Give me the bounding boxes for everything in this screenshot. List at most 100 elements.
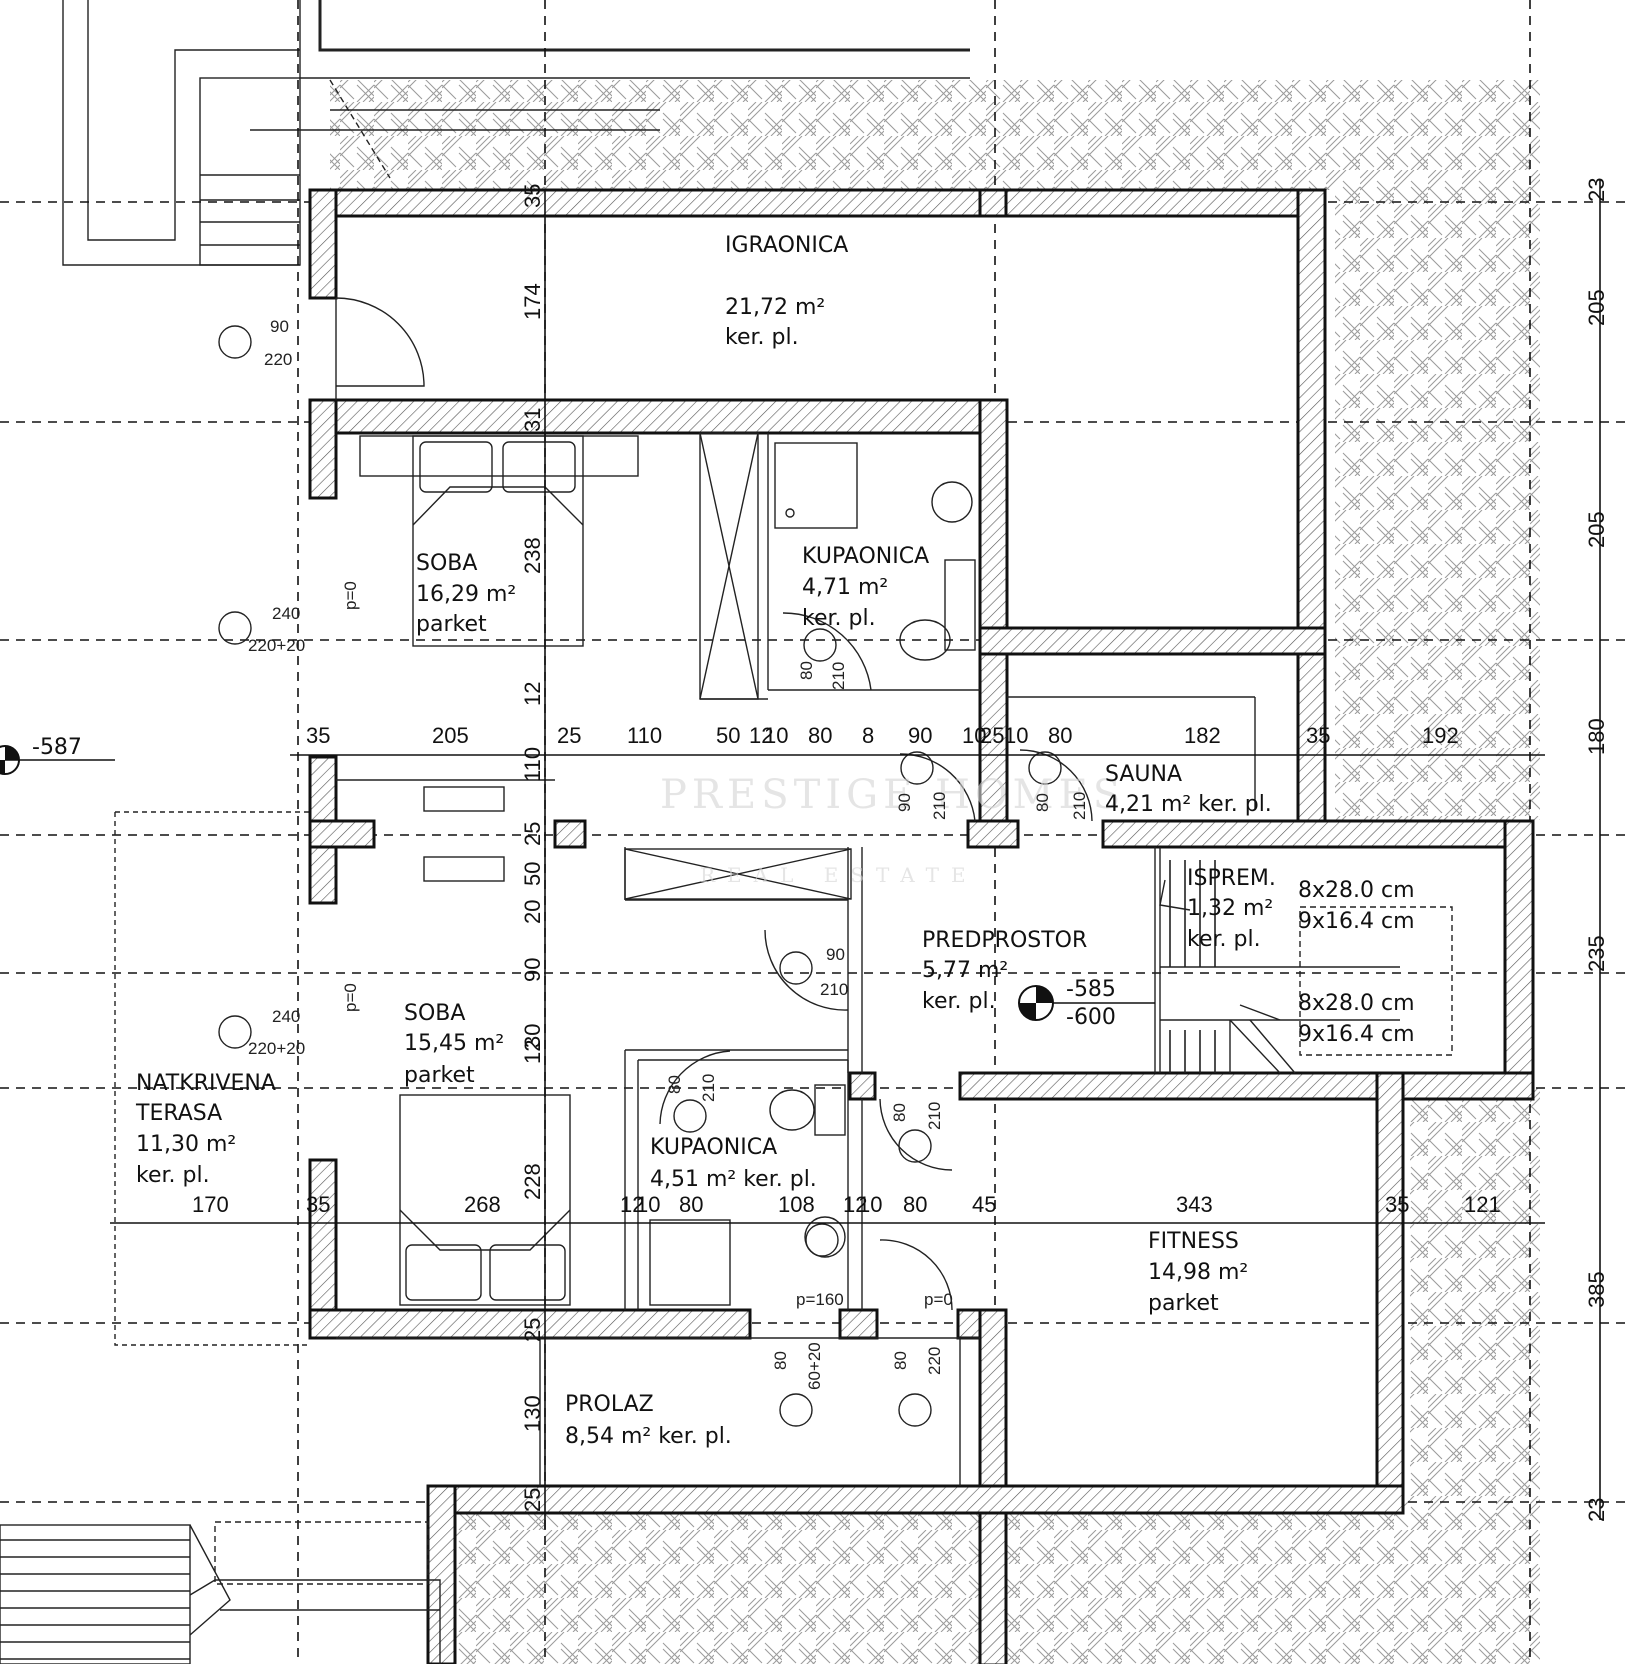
svg-text:240: 240 — [272, 604, 300, 623]
svg-text:80: 80 — [903, 1192, 927, 1217]
svg-text:8: 8 — [862, 723, 874, 748]
svg-text:80: 80 — [797, 661, 816, 680]
svg-text:10: 10 — [636, 1192, 660, 1217]
svg-text:121: 121 — [1464, 1192, 1501, 1217]
svg-text:25: 25 — [520, 1488, 545, 1512]
svg-text:20: 20 — [520, 900, 545, 924]
svg-text:ker. pl.: ker. pl. — [802, 606, 876, 631]
dimension-center-column: 35 174 31 238 12 110 25 50 20 90 12 30 2… — [520, 184, 545, 1512]
svg-text:12: 12 — [520, 682, 545, 706]
svg-text:35: 35 — [306, 1192, 330, 1217]
svg-text:192: 192 — [1422, 723, 1459, 748]
svg-text:SAUNA: SAUNA — [1105, 762, 1182, 787]
svg-text:80: 80 — [665, 1075, 684, 1094]
svg-text:385: 385 — [1584, 1271, 1609, 1308]
opening-markers — [218, 325, 1062, 1427]
svg-text:110: 110 — [627, 723, 662, 748]
svg-text:205: 205 — [432, 723, 469, 748]
svg-text:4,51 m² ker. pl.: 4,51 m² ker. pl. — [650, 1167, 817, 1192]
svg-text:80: 80 — [1048, 723, 1072, 748]
room-prolaz: PROLAZ 8,54 m² ker. pl. — [565, 1392, 732, 1449]
svg-text:FITNESS: FITNESS — [1148, 1229, 1239, 1254]
svg-text:KUPAONICA: KUPAONICA — [802, 544, 929, 569]
svg-text:15,45 m²: 15,45 m² — [404, 1031, 504, 1056]
svg-text:25: 25 — [520, 1318, 545, 1342]
room-isprem: ISPREM. 1,32 m² ker. pl. — [1187, 866, 1276, 952]
svg-text:90: 90 — [826, 945, 845, 964]
level-marker-center — [1018, 985, 1155, 1021]
svg-text:21,72 m²: 21,72 m² — [725, 295, 825, 320]
svg-text:170: 170 — [192, 1192, 229, 1217]
svg-text:238: 238 — [520, 537, 545, 574]
opening-labels: 90 220 240 220+20 240 220+20 80 210 90 2… — [248, 317, 1089, 1390]
svg-text:IGRAONICA: IGRAONICA — [725, 233, 848, 258]
svg-text:25: 25 — [980, 723, 1004, 748]
svg-text:23: 23 — [1584, 1498, 1609, 1522]
svg-text:80: 80 — [679, 1192, 703, 1217]
svg-text:PREDPROSTOR: PREDPROSTOR — [922, 928, 1087, 953]
svg-text:SOBA: SOBA — [416, 551, 477, 576]
svg-text:90: 90 — [908, 723, 932, 748]
svg-text:4,71 m²: 4,71 m² — [802, 575, 888, 600]
svg-text:220: 220 — [925, 1347, 944, 1375]
svg-text:50: 50 — [716, 723, 740, 748]
svg-text:268: 268 — [464, 1192, 501, 1217]
svg-text:SOBA: SOBA — [404, 1001, 465, 1026]
svg-text:9x16.4 cm: 9x16.4 cm — [1298, 909, 1415, 934]
level-left: -587 — [32, 735, 82, 760]
svg-text:80: 80 — [891, 1351, 910, 1370]
svg-text:12: 12 — [620, 1192, 644, 1217]
svg-text:11,30 m²: 11,30 m² — [136, 1132, 236, 1157]
svg-text:23: 23 — [1584, 178, 1609, 202]
svg-text:35: 35 — [1385, 1192, 1409, 1217]
svg-text:25: 25 — [520, 822, 545, 846]
level-center-bottom: -600 — [1066, 1005, 1116, 1030]
door-swings — [335, 297, 1296, 1311]
svg-text:ker. pl.: ker. pl. — [725, 325, 799, 350]
bottom-left-stairs — [0, 1521, 441, 1664]
svg-text:80: 80 — [771, 1351, 790, 1370]
svg-text:PRESTIGE HOMES: PRESTIGE HOMES — [660, 772, 1125, 818]
svg-text:parket: parket — [404, 1063, 475, 1088]
svg-text:240: 240 — [272, 1007, 300, 1026]
svg-text:210: 210 — [829, 662, 848, 690]
room-sauna: SAUNA 4,21 m² ker. pl. — [1105, 762, 1272, 817]
svg-text:220+20: 220+20 — [248, 1039, 305, 1058]
stair-specs: 8x28.0 cm 9x16.4 cm 8x28.0 cm 9x16.4 cm — [1298, 878, 1415, 1047]
svg-text:10: 10 — [962, 723, 986, 748]
svg-text:182: 182 — [1184, 723, 1221, 748]
level-marker-left — [0, 745, 115, 775]
svg-text:60+20: 60+20 — [805, 1342, 824, 1390]
dimension-right-column: 23 205 205 180 235 385 23 — [1584, 178, 1609, 1522]
svg-text:KUPAONICA: KUPAONICA — [650, 1135, 777, 1160]
svg-text:ker. pl.: ker. pl. — [1187, 927, 1261, 952]
room-soba-1: SOBA 16,29 m² parket — [416, 551, 516, 637]
watermark: PRESTIGE HOMES REAL ESTATE — [660, 772, 1125, 887]
svg-text:10: 10 — [764, 723, 788, 748]
svg-text:35: 35 — [520, 184, 545, 208]
svg-text:ker. pl.: ker. pl. — [136, 1163, 210, 1188]
room-predprostor: PREDPROSTOR 5,77 m² ker. pl. — [922, 928, 1087, 1014]
svg-text:35: 35 — [306, 723, 330, 748]
dimension-row-2: 170 35 268 12 10 80 108 12 10 80 45 343 … — [192, 1192, 1501, 1217]
svg-text:10: 10 — [858, 1192, 882, 1217]
furniture — [359, 435, 976, 1306]
svg-text:16,29 m²: 16,29 m² — [416, 582, 516, 607]
svg-text:210: 210 — [699, 1074, 718, 1102]
level-center-top: -585 — [1066, 977, 1116, 1002]
svg-text:210: 210 — [1070, 792, 1089, 820]
svg-text:80: 80 — [1033, 793, 1052, 812]
svg-text:80: 80 — [808, 723, 832, 748]
svg-text:180: 180 — [1584, 718, 1609, 755]
svg-text:10: 10 — [1004, 723, 1028, 748]
svg-text:parket: parket — [416, 612, 487, 637]
svg-text:174: 174 — [520, 283, 545, 320]
svg-text:90: 90 — [895, 793, 914, 812]
svg-text:p=0: p=0 — [924, 1290, 953, 1309]
svg-text:REAL ESTATE: REAL ESTATE — [700, 863, 978, 887]
svg-text:25: 25 — [557, 723, 581, 748]
svg-text:12: 12 — [520, 1040, 545, 1064]
svg-text:PROLAZ: PROLAZ — [565, 1392, 654, 1417]
svg-text:210: 210 — [925, 1102, 944, 1130]
